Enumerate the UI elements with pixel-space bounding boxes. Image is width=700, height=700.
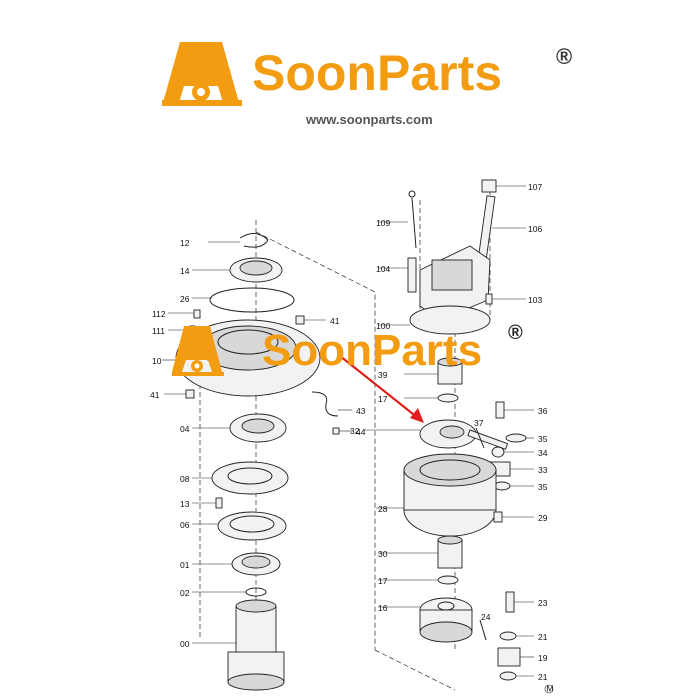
callout-35a: 35	[538, 434, 548, 444]
callout-111: 111	[152, 326, 165, 336]
callout-39: 39	[378, 370, 388, 380]
part-28-ring-gear-housing	[376, 453, 497, 537]
part-109-dipstick	[378, 190, 417, 249]
part-02-ring	[192, 587, 267, 597]
callout-01: 01	[180, 560, 190, 570]
watermark-registered-mark: ®	[508, 322, 523, 344]
brand-url[interactable]: www.soonparts.com	[306, 112, 433, 127]
callout-100: 100	[376, 321, 390, 331]
part-26-ring	[192, 287, 295, 313]
corner-mark	[544, 684, 554, 694]
callout-24: 24	[481, 612, 491, 622]
callout-02: 02	[180, 588, 190, 598]
callout-107: 107	[528, 182, 542, 192]
callout-21a: 21	[538, 632, 548, 642]
watermark-logo-icon	[172, 326, 224, 376]
part-24-pin	[479, 619, 487, 641]
callout-19: 19	[538, 653, 548, 663]
callout-30: 30	[378, 549, 388, 559]
part-13-bolt	[192, 497, 223, 509]
part-17-thrust-plate	[404, 393, 459, 403]
part-04-bearing	[192, 413, 287, 443]
part-21-19-gear-set	[497, 631, 534, 681]
callout-36: 36	[538, 406, 548, 416]
callout-00: 00	[180, 639, 190, 649]
callout-103: 103	[528, 295, 542, 305]
callout-33: 33	[538, 465, 548, 475]
part-16-carrier	[378, 597, 473, 643]
part-14-bearing	[192, 257, 283, 283]
part-30-gear	[378, 535, 463, 569]
part-00-shaft	[192, 599, 285, 691]
part-41-plugs	[164, 315, 326, 399]
callout-41b: 41	[150, 390, 160, 400]
callout-32: 32	[350, 426, 360, 436]
part-107-cap	[481, 179, 526, 193]
part-44-plug	[332, 427, 352, 435]
part-06-seal	[192, 511, 287, 541]
callout-06: 06	[180, 520, 190, 530]
callout-21b: 21	[538, 672, 548, 682]
part-12-snap-ring	[208, 233, 269, 248]
callout-104: 104	[376, 264, 390, 274]
callout-17b: 17	[378, 576, 388, 586]
corner-mark-letter: M	[547, 684, 554, 694]
callout-106: 106	[528, 224, 542, 234]
callout-35b: 35	[538, 482, 548, 492]
callout-41a: 41	[330, 316, 340, 326]
callout-16: 16	[378, 603, 388, 613]
part-08-flange	[192, 461, 289, 495]
part-10-housing	[162, 319, 321, 397]
callout-14: 14	[180, 266, 190, 276]
callout-37: 37	[474, 418, 484, 428]
part-104-pipe	[378, 257, 417, 293]
part-17-thrust-plate-lower	[378, 575, 459, 585]
part-29-bolt	[493, 511, 534, 523]
callout-28: 28	[378, 504, 388, 514]
part-43-pipe	[311, 391, 352, 417]
callout-13: 13	[180, 499, 190, 509]
part-01-bearing	[192, 552, 281, 576]
callout-10: 10	[152, 356, 162, 366]
part-36-pin	[495, 401, 534, 419]
callout-17a: 17	[378, 394, 388, 404]
callout-26: 26	[180, 294, 190, 304]
part-37-pin	[475, 427, 485, 449]
callout-08: 08	[180, 474, 190, 484]
part-39-gear	[404, 357, 463, 385]
brand-registered-mark: ®	[556, 44, 573, 69]
callout-43: 43	[356, 406, 366, 416]
watermark-brand-name: SoonParts	[262, 326, 483, 375]
callout-23: 23	[538, 598, 548, 608]
part-32-carrier	[364, 419, 509, 450]
part-103-bolt	[485, 293, 526, 305]
brand-name: SoonParts	[252, 45, 503, 101]
callout-109: 109	[376, 218, 390, 228]
callout-34: 34	[538, 448, 548, 458]
callout-44: 44	[356, 427, 366, 437]
callout-04: 04	[180, 424, 190, 434]
highlight-arrow	[339, 355, 424, 423]
callout-112: 112	[152, 309, 166, 319]
callout-29: 29	[538, 513, 548, 523]
callout-12: 12	[180, 238, 190, 248]
part-23-pin	[505, 591, 534, 613]
soonparts-logo-icon	[162, 42, 242, 106]
part-100-motor	[378, 245, 491, 335]
